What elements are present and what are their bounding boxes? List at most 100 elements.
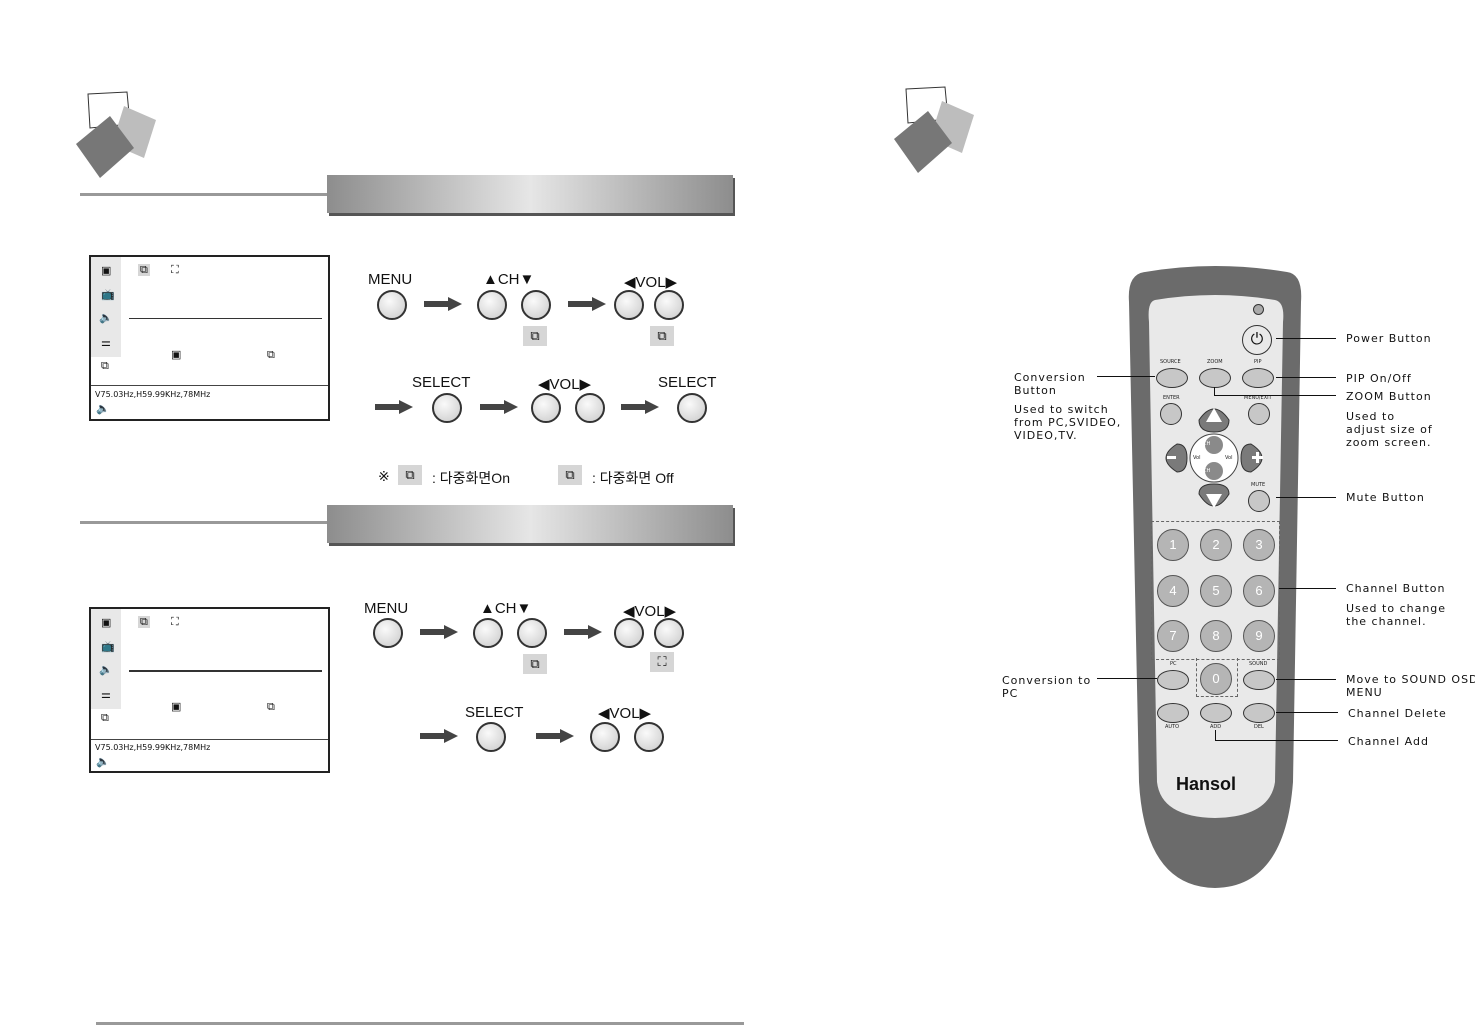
arrow-right-icon — [424, 297, 462, 311]
pip-off-icon: ⧉ — [650, 326, 674, 346]
osd-panel-2: ▣ 📺 🔈 ⚌ ⧉ ⧉ ⛶ ▣ ⧉ V75.03Hz,H59.99KHz,78M… — [89, 607, 330, 773]
arrow-right-icon — [568, 297, 606, 311]
ch-label: ▲CH▼ — [483, 271, 535, 288]
pip-on-icon: ⧉ — [398, 465, 422, 485]
menu-label: MENU — [368, 271, 413, 288]
arrow-right-icon — [536, 729, 574, 743]
menu-button[interactable] — [373, 618, 403, 648]
section-header-bar-1 — [327, 175, 733, 213]
conversion-pc-label: Conversion to PC — [1002, 674, 1092, 700]
mute-button[interactable] — [1248, 490, 1270, 512]
num-4-button[interactable]: 4 — [1157, 575, 1189, 607]
add-button[interactable] — [1200, 703, 1232, 723]
vol-right-button[interactable] — [654, 290, 684, 320]
num-8-button[interactable]: 8 — [1200, 620, 1232, 652]
ch-down-button[interactable] — [521, 290, 551, 320]
zoom-icon: ⛶ — [650, 652, 674, 672]
picture-icon: ▣ — [101, 617, 112, 629]
mute-label: Mute Button — [1346, 491, 1425, 504]
dpad-controls[interactable]: CH CH Vol Vol — [1193, 437, 1234, 481]
pc-button[interactable] — [1157, 670, 1189, 690]
speaker-icon: 🔈 — [96, 403, 110, 415]
enter-button[interactable] — [1160, 403, 1182, 425]
select-button[interactable] — [677, 393, 707, 423]
arrow-right-icon — [480, 400, 518, 414]
auto-key-label: AUTO — [1165, 724, 1180, 730]
section-logo-graphic — [76, 91, 156, 178]
pip-icon: ⧉ — [101, 360, 109, 372]
pip-on-icon: ⧉ — [138, 616, 150, 628]
speaker-icon: 🔈 — [96, 756, 110, 768]
leader-line — [1276, 338, 1336, 339]
ch-down-button[interactable] — [517, 618, 547, 648]
vol-left-button[interactable] — [531, 393, 561, 423]
num-3-button[interactable]: 3 — [1243, 529, 1275, 561]
num-0-button[interactable]: 0 — [1200, 663, 1232, 695]
num-7-button[interactable]: 7 — [1157, 620, 1189, 652]
vol-left-button[interactable] — [614, 618, 644, 648]
zoom-icon: ⛶ — [171, 616, 179, 628]
select-label: SELECT — [465, 704, 524, 721]
num-6-button[interactable]: 6 — [1243, 575, 1275, 607]
source-key-label: SOURCE — [1160, 359, 1181, 365]
num-2-button[interactable]: 2 — [1200, 529, 1232, 561]
leader-line — [1215, 730, 1216, 740]
pip-button[interactable] — [1242, 368, 1274, 388]
vol-label: ◀VOL▶ — [624, 274, 678, 291]
vol-left-key-label: Vol — [1193, 455, 1201, 461]
settings-icon: ⚌ — [101, 337, 111, 349]
sound-button[interactable] — [1243, 670, 1275, 690]
pip-off-icon: ⧉ — [558, 465, 582, 485]
power-button[interactable]: ⏻ — [1242, 325, 1272, 355]
auto-button[interactable] — [1157, 703, 1189, 723]
mute-key-label: MUTE — [1251, 482, 1266, 488]
note-mark: ※ — [378, 468, 390, 484]
select-button[interactable] — [476, 722, 506, 752]
zoom-button[interactable] — [1199, 368, 1231, 388]
zoom-key-label: ZOOM — [1207, 359, 1223, 365]
speaker-icon: 🔈 — [99, 664, 113, 676]
vol-right-button[interactable] — [654, 618, 684, 648]
menu-exit-button[interactable] — [1248, 403, 1270, 425]
leader-line — [1276, 679, 1336, 680]
ch-up-button[interactable] — [473, 618, 503, 648]
section-divider-1 — [80, 193, 328, 196]
vol-label: ◀VOL▶ — [598, 705, 652, 722]
leader-line — [1097, 678, 1157, 679]
ch-down-key-label: CH — [1203, 468, 1211, 474]
leader-line — [1276, 712, 1338, 713]
leader-line — [1276, 377, 1336, 378]
window-icon: ▣ — [171, 701, 182, 713]
num-9-button[interactable]: 9 — [1243, 620, 1275, 652]
arrow-right-icon — [420, 625, 458, 639]
arrow-right-icon — [564, 625, 602, 639]
vol-right-button[interactable] — [575, 393, 605, 423]
leader-line — [1214, 387, 1215, 395]
vol-left-button[interactable] — [590, 722, 620, 752]
num-1-button[interactable]: 1 — [1157, 529, 1189, 561]
osd-frequency: V75.03Hz,H59.99KHz,78MHz — [95, 390, 211, 399]
select-button[interactable] — [432, 393, 462, 423]
zoom-icon: ⛶ — [171, 264, 179, 276]
vol-label: ◀VOL▶ — [623, 603, 677, 620]
menu-button[interactable] — [377, 290, 407, 320]
menu-exit-key-label: MENU/EXIT — [1244, 395, 1272, 401]
power-led — [1253, 304, 1264, 315]
num-5-button[interactable]: 5 — [1200, 575, 1232, 607]
del-button[interactable] — [1243, 703, 1275, 723]
ch-up-button[interactable] — [477, 290, 507, 320]
leader-line — [1214, 395, 1336, 396]
source-button[interactable] — [1156, 368, 1188, 388]
zoom-label: ZOOM Button — [1346, 390, 1432, 403]
pip-on-icon: ⧉ — [523, 654, 547, 674]
vol-right-button[interactable] — [634, 722, 664, 752]
zoom-description: Used to adjust size of zoom screen. — [1346, 410, 1433, 449]
sound-key-label: SOUND — [1249, 661, 1268, 667]
conversion-description: Used to switch from PC,SVIDEO, VIDEO,TV. — [1014, 403, 1122, 442]
section-divider-2 — [80, 521, 328, 524]
arrow-right-icon — [420, 729, 458, 743]
osd-panel-1: ▣ 📺 🔈 ⚌ ⧉ ⧉ ⛶ ▣ ⧉ V75.03Hz,H59.99KHz,78M… — [89, 255, 330, 421]
picture-icon: ▣ — [101, 265, 112, 277]
vol-left-button[interactable] — [614, 290, 644, 320]
settings-icon: ⚌ — [101, 689, 111, 701]
